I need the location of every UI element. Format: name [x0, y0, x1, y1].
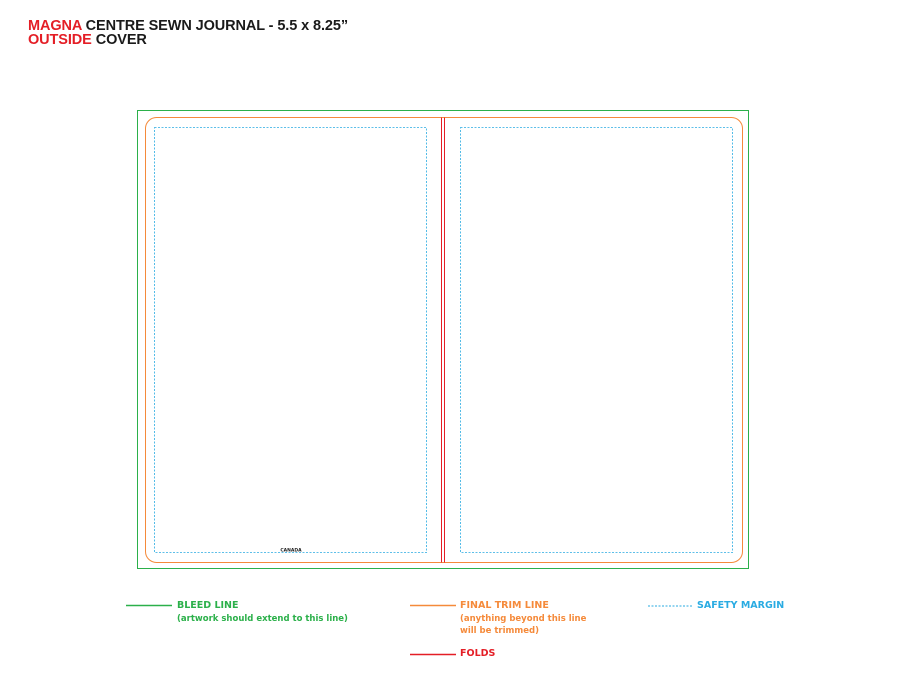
bleed-legend-label: BLEED LINE	[177, 600, 239, 611]
title-cover: COVER	[91, 32, 147, 48]
back-cover-imprint: CANADA	[280, 548, 302, 554]
title-line-2: OUTSIDE COVER	[28, 32, 348, 48]
page-title: MAGNA CENTRE SEWN JOURNAL - 5.5 x 8.25” …	[28, 18, 348, 48]
bleed-legend-note: (artwork should extend to this line)	[177, 614, 348, 624]
trim-legend-note-line-1: (anything beyond this line	[460, 614, 587, 624]
safety-margin-back-cover	[154, 127, 427, 553]
safety-margin-front-cover	[460, 127, 733, 553]
folds-legend-label: FOLDS	[460, 648, 496, 659]
title-accent-outside: OUTSIDE	[28, 32, 92, 48]
title-accent-magna: MAGNA	[28, 18, 82, 34]
title-product: CENTRE SEWN JOURNAL - 5.5 x 8.25”	[81, 18, 348, 34]
title-line-1: MAGNA CENTRE SEWN JOURNAL - 5.5 x 8.25”	[28, 18, 348, 34]
bleed-line	[137, 110, 749, 569]
trim-legend-label: FINAL TRIM LINE	[460, 600, 549, 611]
safety-legend-label: SAFETY MARGIN	[697, 600, 785, 611]
trim-legend-note-line-2: will be trimmed)	[460, 626, 539, 636]
